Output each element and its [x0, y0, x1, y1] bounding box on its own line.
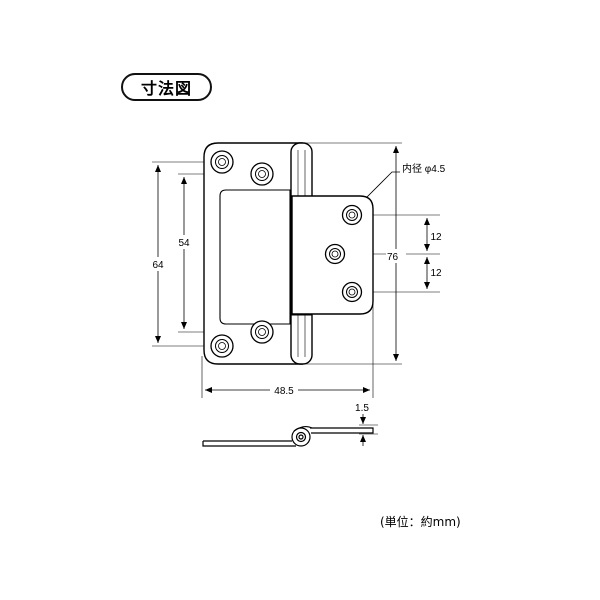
dim-height-outer: 64	[152, 260, 164, 271]
hole-leaf-middle	[324, 243, 346, 265]
unit-note: (単位：約mm)	[380, 515, 461, 529]
hole-top-inner	[250, 162, 274, 186]
hole-bottom-inner	[250, 320, 274, 344]
hinge-side-profile	[202, 425, 374, 447]
hinge-main-leaf	[203, 142, 303, 365]
dim-pitch-upper: 12	[430, 232, 442, 243]
dim-height-inner: 54	[178, 238, 190, 249]
hole-top-left	[210, 150, 234, 174]
hole-leaf-bottom	[341, 281, 363, 303]
hole-leaf-top	[341, 204, 363, 226]
dim-thickness: 1.5	[355, 403, 369, 414]
dim-pitch-lower: 12	[430, 268, 442, 279]
hole-bottom-left	[210, 334, 234, 358]
hole-diameter-note: 内径 φ4.5	[402, 162, 446, 175]
screw-holes	[210, 150, 363, 358]
dim-width: 48.5	[274, 386, 294, 397]
drawing-title: 寸法図	[121, 73, 212, 101]
dim-overall-height: 76	[387, 252, 399, 263]
